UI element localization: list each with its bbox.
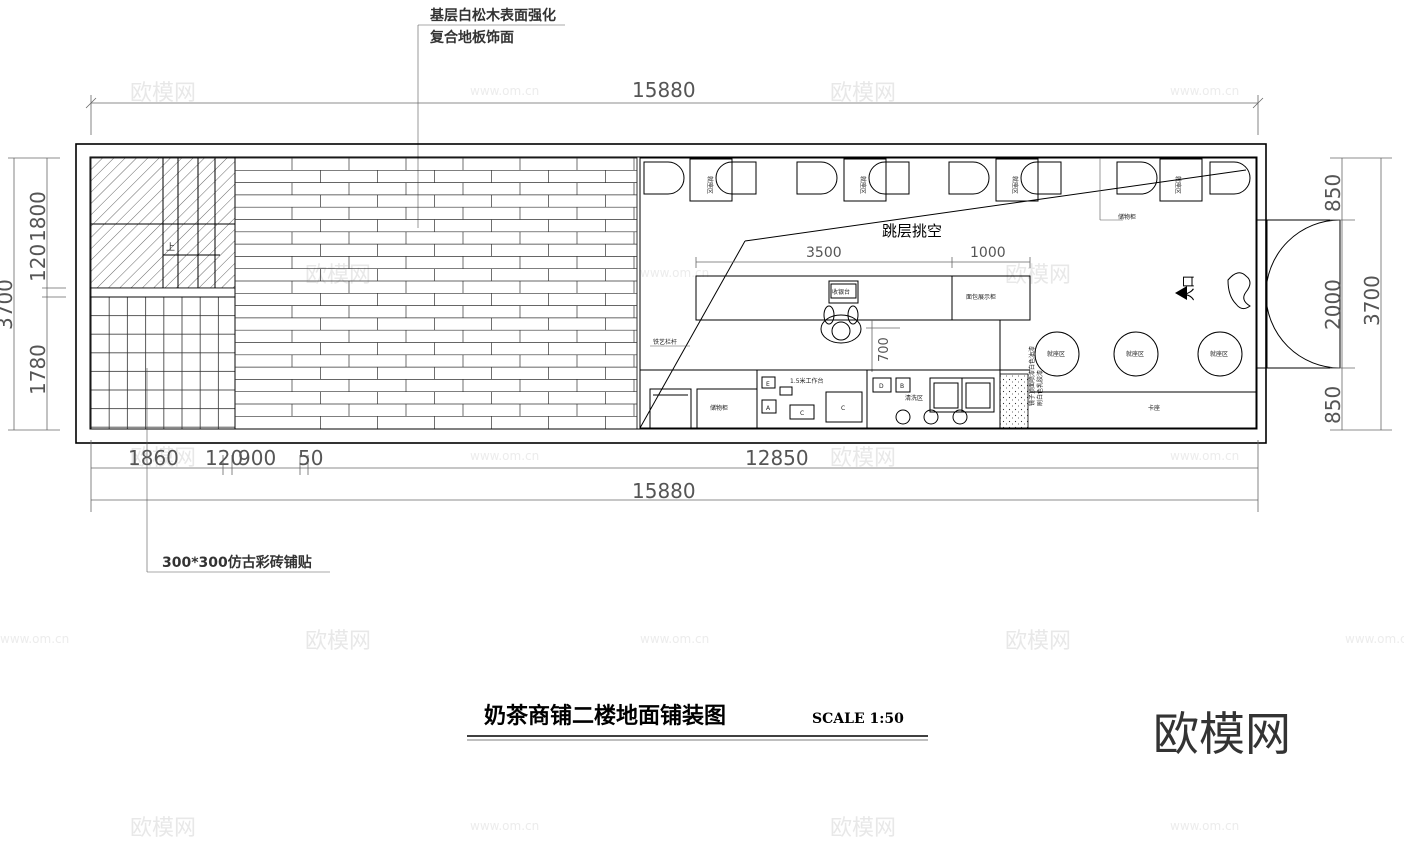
person-figure <box>820 305 862 344</box>
equip-label-d: D <box>879 383 884 390</box>
dim-inner-1000: 1000 <box>970 245 1006 261</box>
inner-dimension: 3500 1000 <box>695 245 1031 268</box>
dim-left-3700: 3700 <box>0 279 17 330</box>
void-diagonal <box>639 240 746 429</box>
top-dimension: 15880 <box>85 78 1264 135</box>
drawing-title-block: 奶茶商铺二楼地面铺装图 SCALE 1:50 <box>467 703 928 741</box>
watermark-brand: 欧模网 <box>130 816 196 841</box>
watermark-site: www.om.cn <box>640 632 709 646</box>
equipment-row: 储物柜 E A C C 1.5米工作台 D B 清洗区 <box>649 369 1029 429</box>
seating-label: 就座区 <box>706 176 714 194</box>
equip-label-e: E <box>766 381 770 388</box>
bar-counter-label: 卡座 <box>1148 404 1160 412</box>
watermark-site: www.om.cn <box>1345 632 1404 646</box>
clean-area-label: 清洗区 <box>905 394 923 402</box>
watermarks: 欧模网 www.om.cn 欧模网 www.om.cn 欧模网 www.om.c… <box>0 81 1404 841</box>
left-dimensions: 3700 1800 120 1780 <box>0 157 66 431</box>
cashier-label: 收银台 <box>832 288 850 296</box>
brand-logo: 欧模网 <box>1153 707 1291 761</box>
tile-floor-area <box>90 296 236 430</box>
dim-inner-3500: 3500 <box>806 245 842 261</box>
dim-bottom-900: 900 <box>238 446 276 470</box>
watermark-site: www.om.cn <box>470 449 539 463</box>
seating-row <box>643 158 1251 202</box>
equip-label-a: A <box>766 405 771 412</box>
watermark-brand: 欧模网 <box>830 446 896 471</box>
watermark-site: www.om.cn <box>1170 84 1239 98</box>
entrance-label: 入口 <box>1182 275 1197 301</box>
void-diagonal <box>744 169 1247 242</box>
watermark-brand: 欧模网 <box>830 816 896 841</box>
wood-floor-note-line1: 基层白松木表面强化 <box>430 7 556 24</box>
round-table-label: 就座区 <box>1126 350 1144 358</box>
dim-bottom-50: 50 <box>298 446 323 470</box>
seating-label: 就座区 <box>1174 176 1182 194</box>
drawing-scale: SCALE 1:50 <box>812 711 904 727</box>
dim-700-group: 700 <box>866 320 900 372</box>
dim-bottom-120: 120 <box>205 446 243 470</box>
display-cabinet-label: 面包展示柜 <box>966 293 996 301</box>
seating-label: 就座区 <box>1011 176 1019 194</box>
dim-bottom-1860: 1860 <box>128 446 179 470</box>
stair-up-label: 上 <box>166 242 175 253</box>
round-table-label: 就座区 <box>1047 350 1065 358</box>
dim-left-1800: 1800 <box>26 191 50 242</box>
railing-label: 铁艺栏杆 <box>653 338 677 346</box>
watermark-brand: 欧模网 <box>130 81 196 106</box>
dim-bottom-total: 15880 <box>632 479 696 503</box>
storage-cabinet-label: 储物柜 <box>710 404 728 412</box>
equip-label-b: B <box>900 383 904 390</box>
watermark-site: www.om.cn <box>0 632 69 646</box>
dim-right-850-top: 850 <box>1321 174 1345 212</box>
dim-bottom-12850: 12850 <box>745 446 809 470</box>
watermark-site: www.om.cn <box>640 266 709 280</box>
seating-label: 就座区 <box>859 176 867 194</box>
dim-left-120: 120 <box>26 244 50 282</box>
watermark-brand: 欧模网 <box>830 81 896 106</box>
dim-top-total: 15880 <box>632 78 696 102</box>
dim-right-2000: 2000 <box>1321 279 1345 330</box>
wood-floor-note: 基层白松木表面强化 复合地板饰面 <box>417 7 565 228</box>
dim-left-1780: 1780 <box>26 344 50 395</box>
round-tables: 就座区 就座区 就座区 <box>1034 331 1243 377</box>
watermark-site: www.om.cn <box>1170 449 1239 463</box>
void-area-label: 跳层挑空 <box>882 222 942 240</box>
watermark-site: www.om.cn <box>1170 819 1239 833</box>
work-table-label: 1.5米工作台 <box>790 377 824 385</box>
dim-right-850-bottom: 850 <box>1321 386 1345 424</box>
watermark-site: www.om.cn <box>470 84 539 98</box>
tile-floor-note-text: 300*300仿古彩砖铺贴 <box>162 554 312 571</box>
tile-floor-note: 300*300仿古彩砖铺贴 <box>146 368 330 573</box>
watermark-brand: 欧模网 <box>130 446 196 471</box>
wood-floor-note-line2: 复合地板饰面 <box>429 29 514 46</box>
watermark-brand: 欧模网 <box>305 263 371 288</box>
equip-label-c2: C <box>841 405 845 412</box>
side-note-2: 刷白色乳胶漆 <box>1036 370 1044 406</box>
bottom-dimensions: 1860 120 900 50 12850 15880 <box>90 440 1259 512</box>
stair-zone: 上 <box>90 157 236 298</box>
dim-inner-700: 700 <box>877 337 892 362</box>
watermark-site: www.om.cn <box>470 819 539 833</box>
side-note-1: 镜子顶面喷漆白色油漆 <box>1028 346 1036 406</box>
dim-right-3700: 3700 <box>1360 275 1384 326</box>
watermark-brand: 欧模网 <box>1005 629 1071 654</box>
seating-labels: 就座区 就座区 就座区 就座区 <box>706 176 1182 194</box>
round-table-label: 就座区 <box>1210 350 1228 358</box>
equip-label-c: C <box>800 410 804 417</box>
storage-label: 储物柜 <box>1118 213 1136 221</box>
right-dimensions: 850 2000 850 3700 <box>1321 157 1392 431</box>
watermark-brand: 欧模网 <box>305 629 371 654</box>
drawing-title: 奶茶商铺二楼地面铺装图 <box>484 703 726 729</box>
entrance: 入口 <box>1175 219 1341 369</box>
wood-floor-area <box>234 157 638 430</box>
